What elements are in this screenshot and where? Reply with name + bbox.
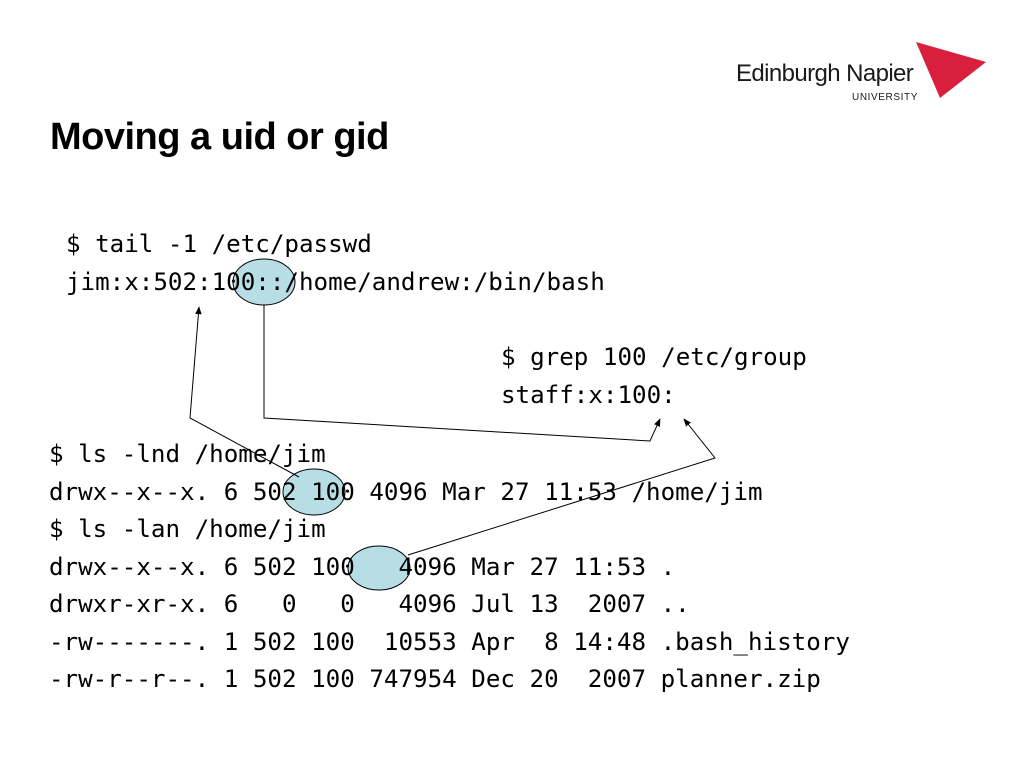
logo-triangle-icon (916, 42, 986, 98)
ls-row-parent-dir: drwxr-xr-x. 6 0 0 4096 Jul 13 2007 .. (49, 590, 690, 618)
ls-row-bash-history: -rw-------. 1 502 100 10553 Apr 8 14:48 … (49, 627, 850, 656)
university-logo: Edinburgh Napier UNIVERSITY (736, 36, 996, 106)
ls-row-current-dir: drwx--x--x. 6 502 100 4096 Mar 27 11:53 … (49, 552, 676, 581)
slide-title: Moving a uid or gid (50, 116, 389, 158)
ls-lnd-output: drwx--x--x. 6 502 100 4096 Mar 27 11:53 … (49, 477, 763, 506)
ls-lnd-command: $ ls -lnd /home/jim (49, 440, 326, 468)
group-command: $ grep 100 /etc/group (501, 343, 807, 371)
logo-subtitle: UNIVERSITY (852, 92, 919, 103)
ls-lan-command: $ ls -lan /home/jim (49, 515, 326, 543)
group-code-block: $ grep 100 /etc/group staff:x:100: (501, 339, 807, 414)
group-entry: staff:x:100: (501, 380, 676, 409)
ls-row-planner-zip: -rw-r--r--. 1 502 100 747954 Dec 20 2007… (49, 665, 821, 693)
passwd-entry: jim:x:502:100::/home/andrew:/bin/bash (66, 267, 605, 296)
logo-wordmark: Edinburgh Napier (736, 60, 914, 87)
passwd-command: $ tail -1 /etc/passwd (66, 230, 372, 258)
ls-code-block: $ ls -lnd /home/jim drwx--x--x. 6 502 100… (49, 436, 850, 699)
